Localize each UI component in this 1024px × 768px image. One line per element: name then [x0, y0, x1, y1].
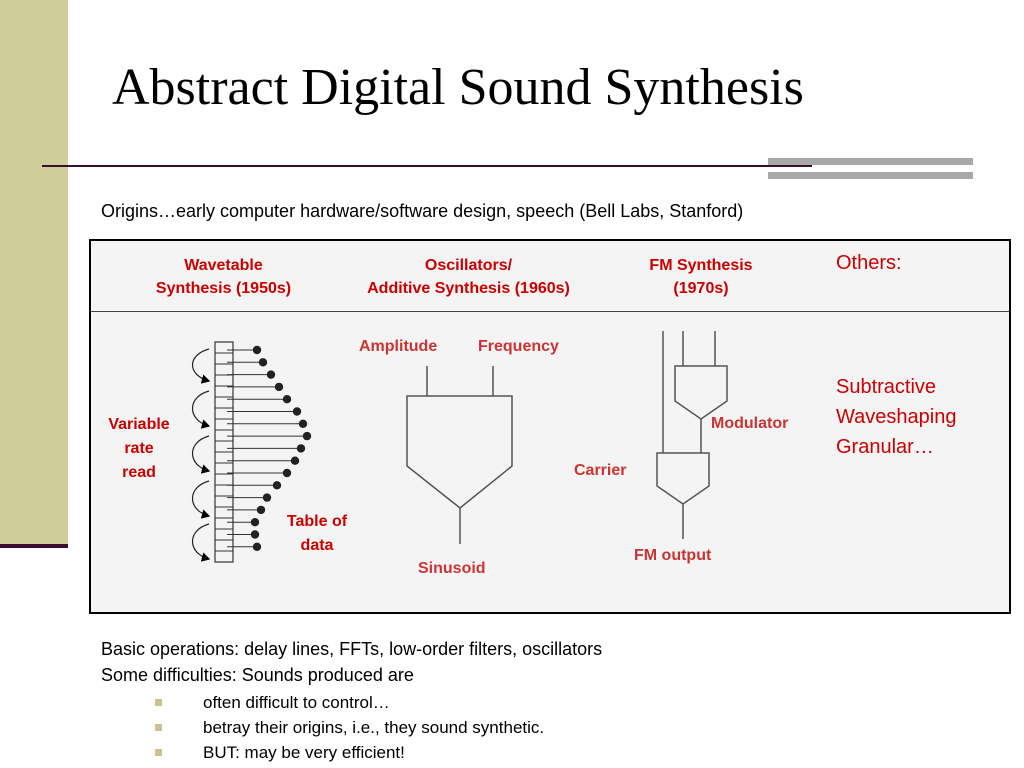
table-point: [250, 518, 260, 527]
others-list: Subtractive Waveshaping Granular…: [836, 372, 956, 462]
table-of-data-line2: data: [300, 537, 334, 554]
bullet-item: BUT: may be very efficient!: [155, 740, 544, 765]
table-point: [252, 542, 262, 551]
table-point: [250, 530, 260, 539]
bullet-text: betray their origins, i.e., they sound s…: [203, 718, 545, 737]
variable-rate-read-label: Variable rate read: [99, 413, 179, 485]
wavetable-table: [214, 341, 234, 563]
bullet-text: often difficult to control…: [203, 693, 390, 712]
table-point: [252, 345, 262, 355]
synthesis-panel: Wavetable Synthesis (1950s) Oscillators/…: [89, 239, 1011, 614]
carrier-label: Carrier: [574, 462, 627, 479]
table-point: [290, 456, 300, 465]
table-point: [296, 444, 306, 453]
read-arrow-icon: [192, 523, 211, 562]
table-point: [282, 468, 292, 478]
bullet-item: betray their origins, i.e., they sound s…: [155, 715, 544, 740]
left-decor-bar: [0, 0, 68, 545]
header-oscillators-line2: Additive Synthesis (1960s): [367, 280, 570, 297]
bullet-square-icon: [155, 724, 162, 731]
table-point: [272, 481, 282, 490]
fm-output-label: FM output: [634, 547, 712, 564]
table-point: [282, 395, 292, 404]
oscillator-shape: [406, 395, 513, 509]
header-oscillators: Oscillators/ Additive Synthesis (1960s): [336, 254, 601, 300]
others-item-waveshaping: Waveshaping: [836, 406, 957, 428]
table-point: [292, 407, 302, 416]
title-rule: [42, 165, 812, 167]
carrier-shape: [656, 452, 710, 505]
header-fm-line2: (1970s): [673, 280, 729, 297]
table-point: [298, 419, 308, 428]
modulator-label: Modulator: [711, 415, 789, 432]
bullet-item: often difficult to control…: [155, 690, 544, 715]
variable-rate-read-line2: rate: [124, 440, 154, 457]
header-oscillators-line1: Oscillators/: [424, 257, 513, 274]
variable-rate-read-line3: read: [122, 464, 156, 481]
title-decor-block-2: [768, 172, 973, 179]
header-fm: FM Synthesis (1970s): [621, 254, 781, 300]
bullet-square-icon: [155, 699, 162, 706]
modulator-shape: [674, 365, 728, 420]
read-arrow-icon: [192, 480, 211, 519]
header-wavetable-line1: Wavetable: [184, 257, 263, 274]
amplitude-label: Amplitude: [359, 338, 438, 355]
table-of-data-line1: Table of: [286, 513, 348, 530]
difficulties-bullets: often difficult to control… betray their…: [155, 690, 544, 765]
left-decor-rule: [0, 544, 68, 548]
header-wavetable-line2: Synthesis (1950s): [155, 280, 292, 297]
synthesis-diagrams: [192, 331, 728, 563]
panel-divider: [91, 311, 1009, 312]
table-of-data-label: Table of data: [277, 510, 357, 558]
header-wavetable: Wavetable Synthesis (1950s): [126, 254, 321, 300]
table-point: [302, 431, 312, 441]
difficulties-text: Some difficulties: Sounds produced are: [101, 665, 414, 685]
oscillator-diagram: [406, 366, 513, 544]
slide-title: Abstract Digital Sound Synthesis: [112, 59, 804, 116]
wavetable-read-arrows: [192, 348, 211, 562]
read-arrow-icon: [192, 435, 211, 474]
title-decor-block: [768, 158, 973, 165]
variable-rate-read-line1: Variable: [108, 416, 170, 433]
wavetable-stems: [227, 345, 312, 551]
table-point: [274, 382, 284, 392]
table-point: [258, 358, 268, 367]
table-point: [266, 370, 276, 379]
table-point: [256, 505, 266, 515]
header-fm-line1: FM Synthesis: [649, 257, 753, 274]
bullet-square-icon: [155, 749, 162, 756]
bullet-text: BUT: may be very efficient!: [203, 743, 405, 762]
basic-operations-text: Basic operations: delay lines, FFTs, low…: [101, 639, 603, 659]
sinusoid-label: Sinusoid: [418, 560, 486, 577]
read-arrow-icon: [192, 390, 211, 429]
table-point: [262, 493, 272, 502]
origins-text: Origins…early computer hardware/software…: [101, 201, 744, 221]
notes-lines: Basic operations: delay lines, FFTs, low…: [101, 636, 602, 688]
frequency-label: Frequency: [478, 338, 559, 355]
fm-diagram: [656, 331, 728, 539]
header-others: Others:: [836, 252, 902, 274]
others-item-granular: Granular…: [836, 436, 934, 458]
read-arrow-icon: [192, 348, 211, 384]
others-item-subtractive: Subtractive: [836, 376, 937, 398]
